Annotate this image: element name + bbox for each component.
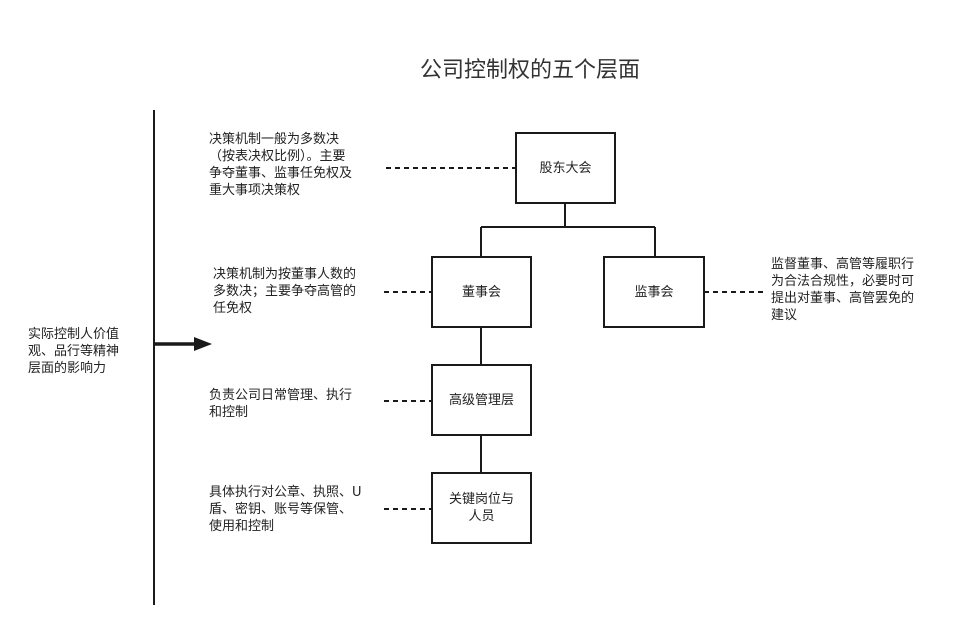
- note-board: 决策机制为按董事人数的 多数决；主要争夺高管的 任免权: [213, 267, 357, 316]
- note-key-personnel: 具体执行对公章、执照、U 盾、密钥、账号等保管、 使用和控制: [209, 485, 362, 534]
- note-management: 负责公司日常管理、执行 和控制: [209, 388, 353, 420]
- node-shareholders: 股东大会: [515, 132, 616, 204]
- node-management-label: 高级管理层: [448, 392, 514, 408]
- node-management: 高级管理层: [431, 364, 532, 436]
- note-shareholders: 决策机制一般为多数决 （按表决权比例）。主要 争夺董事、监事任免权及 重大事项决…: [209, 132, 353, 198]
- influence-arrow-head: [194, 337, 212, 351]
- node-board: 董事会: [431, 256, 532, 328]
- node-key-personnel: 关键岗位与 人员: [431, 472, 532, 544]
- node-key-personnel-label: 关键岗位与 人员: [448, 492, 514, 524]
- side-note: 实际控制人价值 观、品行等精神 层面的影响力: [28, 327, 120, 376]
- node-supervisors-label: 监事会: [634, 284, 674, 300]
- node-supervisors: 监事会: [603, 256, 705, 328]
- note-supervisors: 监督董事、高管等履职行 为合法合规性，必要时可 提出对董事、高管罢免的 建议: [771, 257, 915, 323]
- node-board-label: 董事会: [461, 284, 501, 300]
- node-shareholders-label: 股东大会: [539, 160, 592, 176]
- diagram-title: 公司控制权的五个层面: [419, 58, 640, 83]
